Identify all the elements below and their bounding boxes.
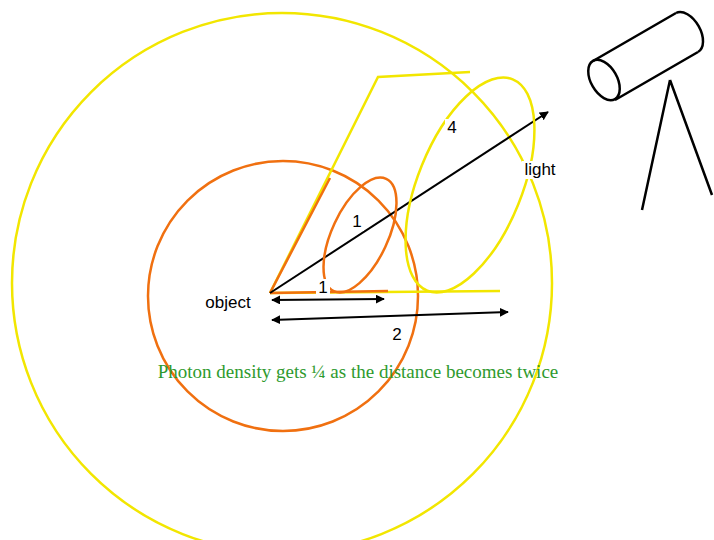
distance-label: 2 (390, 326, 403, 345)
ellipse-outline (405, 70, 535, 300)
area-number: 4 (445, 119, 458, 138)
cross-section-ellipse: 1 (320, 170, 400, 300)
distance-label: 1 (316, 279, 329, 298)
dimension-arrow (272, 312, 508, 320)
inner-sphere (148, 161, 418, 431)
outer-cone (270, 72, 500, 293)
telescope (582, 12, 712, 210)
ray-label: light (522, 161, 557, 180)
area-number: 1 (350, 213, 363, 232)
caption: Photon density gets ¼ as the distance be… (158, 361, 559, 384)
dimension-arrow (272, 299, 384, 300)
cross-section-ellipse: 4 (405, 70, 535, 300)
ellipse-outline (320, 170, 400, 300)
object-label: object (203, 294, 252, 313)
